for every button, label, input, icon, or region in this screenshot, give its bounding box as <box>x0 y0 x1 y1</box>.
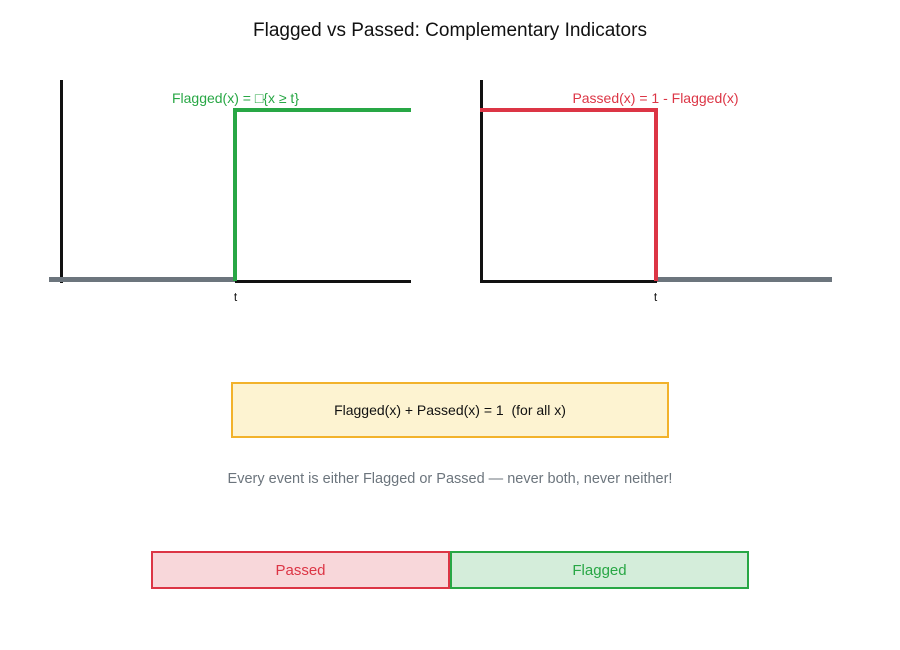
passed-y-axis <box>480 80 483 283</box>
flagged-zero-segment <box>49 277 235 282</box>
flagged-step-plot: Flagged(x) = □{x ≥ t} t <box>49 80 411 304</box>
passed-threshold-tick-label: t <box>653 290 658 304</box>
flagged-step-horizontal-line <box>233 108 411 112</box>
flagged-formula-label: Flagged(x) = □{x ≥ t} <box>171 90 300 106</box>
partition-bar: Passed Flagged <box>151 551 749 589</box>
figure-title: Flagged vs Passed: Complementary Indicat… <box>253 20 647 41</box>
flagged-x-axis <box>235 280 411 283</box>
flagged-segment-label: Flagged <box>572 561 627 579</box>
passed-formula-label: Passed(x) = 1 - Flagged(x) <box>572 90 739 106</box>
sum-formula-text: Flagged(x) + Passed(x) = 1 (for all x) <box>334 402 566 418</box>
flagged-segment: Flagged <box>450 551 749 589</box>
passed-segment: Passed <box>151 551 450 589</box>
passed-step-vertical-line <box>654 108 658 281</box>
passed-zero-segment <box>657 277 832 282</box>
flagged-step-vertical-line <box>233 108 237 281</box>
flagged-threshold-tick-label: t <box>233 290 238 304</box>
passed-step-horizontal-line <box>480 108 658 112</box>
passed-segment-label: Passed <box>275 561 326 579</box>
sum-formula-box: Flagged(x) + Passed(x) = 1 (for all x) <box>231 382 669 438</box>
flagged-y-axis <box>60 80 63 283</box>
passed-x-axis <box>480 280 657 283</box>
passed-step-plot: Passed(x) = 1 - Flagged(x) t <box>480 80 832 304</box>
explanation-note: Every event is either Flagged or Passed … <box>227 471 673 487</box>
